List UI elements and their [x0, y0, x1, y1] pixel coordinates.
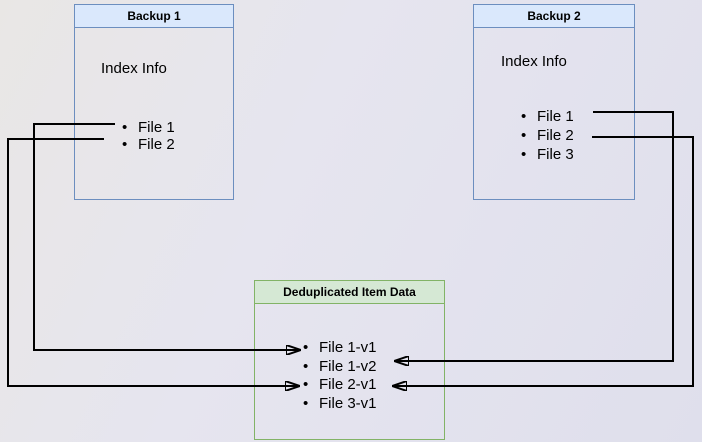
backup2-file-list: File 1 File 2 File 3 [521, 107, 574, 164]
list-item: File 1 [521, 107, 574, 126]
list-item: File 2 [122, 136, 175, 153]
list-item: File 3-v1 [303, 395, 377, 414]
list-item: File 2 [521, 126, 574, 145]
backup1-file-list: File 1 File 2 [122, 119, 175, 153]
backup1-box: Backup 1 [74, 4, 234, 200]
backup2-index-info-label: Index Info [501, 53, 567, 70]
dedup-item-list: File 1-v1 File 1-v2 File 2-v1 File 3-v1 [303, 339, 377, 413]
list-item: File 2-v1 [303, 376, 377, 395]
backup2-title: Backup 2 [474, 5, 634, 28]
list-item: File 3 [521, 145, 574, 164]
backup1-index-info-label: Index Info [101, 60, 167, 77]
backup1-title: Backup 1 [75, 5, 233, 28]
dedup-title: Deduplicated Item Data [255, 281, 444, 304]
list-item: File 1-v1 [303, 339, 377, 358]
backup2-box: Backup 2 [473, 4, 635, 200]
list-item: File 1-v2 [303, 358, 377, 377]
list-item: File 1 [122, 119, 175, 136]
